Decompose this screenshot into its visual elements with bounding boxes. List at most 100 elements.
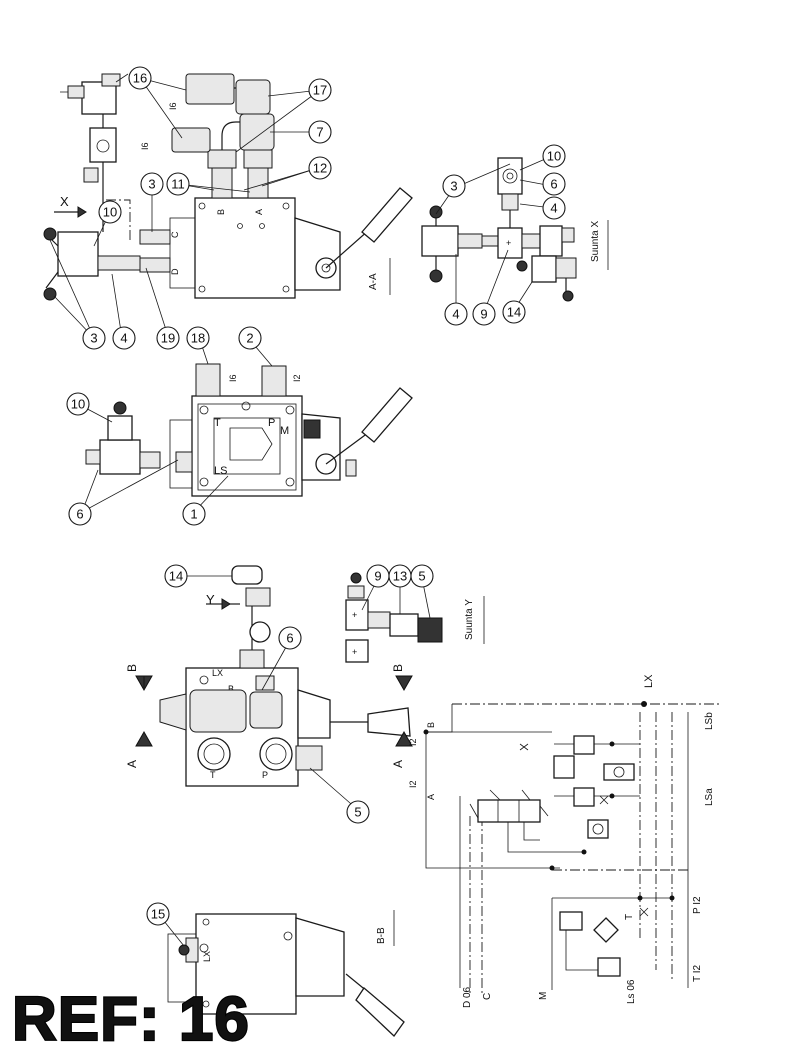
port-b-label: B: [216, 209, 226, 215]
svg-text:10: 10: [71, 397, 85, 412]
balloon-11: 11: [166, 172, 190, 196]
direction-x-label: Suunta X: [590, 221, 601, 262]
knurled-knob: [303, 419, 321, 439]
valve-endplate: [169, 217, 196, 289]
schem-c-label: C: [482, 993, 493, 1000]
direction-y-label: Suunta Y: [464, 599, 475, 640]
schem-i2-a-label: I2: [408, 780, 418, 788]
port-a-label: A: [254, 209, 264, 215]
svg-text:+: +: [352, 610, 357, 620]
front-thread-i6: I6: [228, 374, 238, 382]
balloon-3-left: 3: [82, 326, 106, 350]
front-port-t-label: T: [214, 417, 221, 429]
lever-handle: [361, 187, 413, 243]
balloon-6-left: 6: [68, 502, 92, 526]
thread-i6-label-b: I6: [140, 142, 150, 150]
svg-text:14: 14: [507, 305, 521, 320]
svg-text:10: 10: [547, 149, 561, 164]
svg-text:16: 16: [133, 71, 147, 86]
spool-valve-symbol: [477, 799, 541, 823]
schem-a-label: A: [426, 794, 436, 800]
svg-text:12: 12: [313, 161, 327, 176]
svg-text:5: 5: [354, 805, 361, 820]
side-p-label: P: [262, 770, 268, 780]
balloon-group: [49, 77, 553, 947]
svg-text:15: 15: [151, 907, 165, 922]
balloon-2: 2: [238, 326, 262, 350]
balloon-9-right: 9: [472, 302, 496, 326]
front-port-p-label: P: [268, 417, 275, 429]
side-t-label: T: [210, 770, 216, 780]
svg-text:4: 4: [452, 307, 459, 322]
arrow-a-right-label: A: [391, 760, 405, 768]
arrow-a-left-label: A: [125, 760, 139, 768]
balloon-19: 19: [156, 326, 180, 350]
svg-text:6: 6: [286, 631, 293, 646]
balloon-12: 12: [308, 156, 332, 180]
adapter-fitting-upper: [185, 73, 235, 105]
tee-block-left: [57, 231, 99, 277]
balloon-7: 7: [308, 120, 332, 144]
balloon-18: 18: [186, 326, 210, 350]
svg-text:9: 9: [374, 569, 381, 584]
direction-y-view: + + Suunta Y: [345, 572, 485, 663]
schem-p12-label: P I2: [692, 896, 703, 914]
side-lx-label: LX: [212, 668, 223, 678]
balloon-4-bottom: 4: [444, 302, 468, 326]
balloon-6-mid: 6: [278, 626, 302, 650]
svg-text:10: 10: [103, 205, 117, 220]
section-aa-view: B A C D I6 I6 X: [43, 73, 413, 301]
svg-text:1: 1: [190, 507, 197, 522]
front-port-m-label: M: [280, 425, 289, 437]
balloon-5-y: 5: [410, 564, 434, 588]
balloon-14-mid: 14: [164, 564, 188, 588]
svg-text:+: +: [506, 238, 511, 248]
schem-t12-label: T I2: [692, 965, 703, 982]
balloon-4-left: 4: [112, 326, 136, 350]
schem-d06-label: D 06: [462, 986, 473, 1008]
schem-lsa-label: LSa: [704, 788, 715, 806]
svg-text:+: +: [352, 647, 357, 657]
balloon-5-side: 5: [346, 800, 370, 824]
schem-lsb-label: LSb: [704, 712, 715, 730]
balloon-10-right: 10: [542, 144, 566, 168]
balloon-1: 1: [182, 502, 206, 526]
schem-i2-b-label: I2: [408, 738, 418, 746]
schem-ls06-label: Ls 06: [626, 979, 637, 1004]
balloon-3-top: 3: [140, 172, 164, 196]
arrow-x-label: X: [60, 194, 69, 209]
thread-i6-label-a: I6: [168, 102, 178, 110]
svg-text:13: 13: [393, 569, 407, 584]
arrow-b-left-label: B: [125, 664, 139, 672]
front-valve-block: [191, 395, 303, 497]
adapter-fitting: [171, 127, 211, 153]
svg-text:7: 7: [316, 125, 323, 140]
port-d-label: D: [170, 268, 180, 275]
svg-text:6: 6: [550, 177, 557, 192]
balloon-17: 17: [308, 78, 332, 102]
schem-m-label: M: [538, 992, 549, 1000]
section-bb-label: B-B: [376, 927, 387, 944]
front-thread-i2: I2: [292, 374, 302, 382]
balloon-14-right: 14: [502, 300, 526, 324]
reference-label: REF: 16: [12, 985, 250, 1053]
svg-text:5: 5: [418, 569, 425, 584]
side-b-label: B: [228, 684, 234, 694]
svg-text:4: 4: [120, 331, 127, 346]
balloon-3-right: 3: [442, 174, 466, 198]
direction-x-view: + Suunta X: [421, 157, 609, 302]
hydraulic-schematic: LX LSb LSa P I2 T I2 B A I2 I2 D 06 C M …: [408, 674, 720, 1008]
svg-text:18: 18: [191, 331, 205, 346]
section-aa-label: A-A: [368, 273, 379, 290]
svg-text:9: 9: [480, 307, 487, 322]
schem-b-label: B: [426, 722, 436, 728]
valve-block: [194, 197, 296, 299]
side-section-view: LX B A T P Y B A B A: [125, 565, 413, 787]
front-view: T P LS M I6 I2: [85, 363, 413, 497]
schem-t-label: T: [624, 914, 635, 920]
balloon-10-top: 10: [98, 200, 122, 224]
balloon-13: 13: [388, 564, 412, 588]
balloon-6-right: 6: [542, 172, 566, 196]
bb-lx-label: LX: [202, 951, 212, 962]
